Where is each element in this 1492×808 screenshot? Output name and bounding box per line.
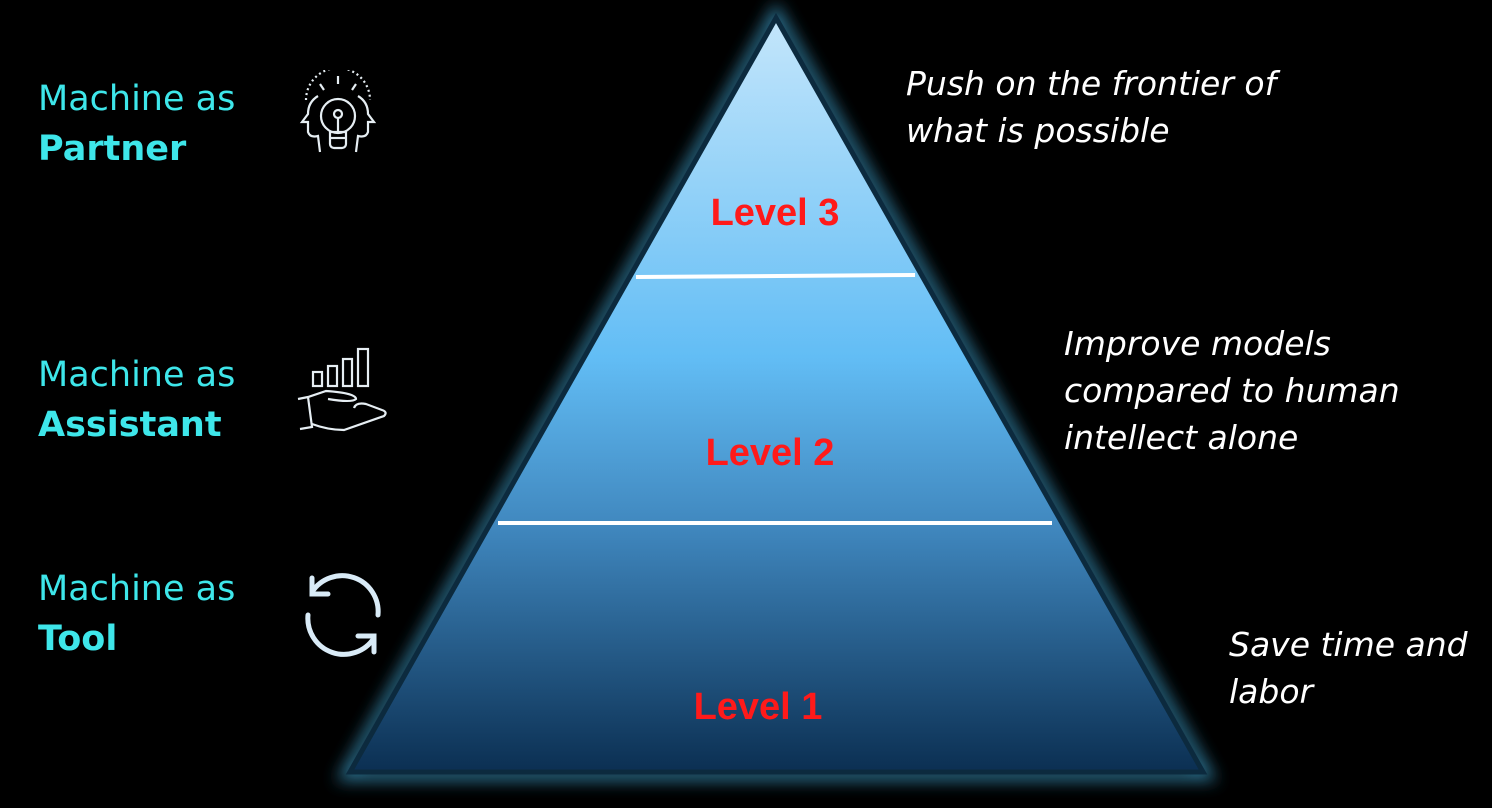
level-3-description: Push on the frontier of what is possible [906,60,1276,154]
role-prefix: Machine as [38,355,236,395]
pyramid-body [345,12,1208,775]
role-name: Assistant [38,405,222,445]
level-2-label: Level 2 [705,432,835,474]
hand-bar-chart-icon [297,347,387,432]
role-name: Tool [38,619,118,659]
role-prefix: Machine as [38,569,236,609]
description-line: compared to human [1064,371,1400,410]
level-1-label: Level 1 [693,686,823,728]
role-tool: Machine as Tool [38,564,235,664]
description-line: what is possible [906,111,1170,150]
lightbulb-heads-icon [299,70,377,153]
description-line: intellect alone [1064,418,1299,457]
refresh-cycle-icon [305,573,381,657]
divider-level3-level2 [635,273,916,279]
role-partner: Machine as Partner [38,74,235,174]
level-1-description: Save time and labor [1229,621,1468,715]
description-line: Improve models [1064,324,1331,363]
level-2-description: Improve models compared to human intelle… [1064,320,1400,461]
description-line: Save time and [1229,625,1468,664]
role-assistant: Machine as Assistant [38,350,235,450]
description-line: labor [1229,672,1314,711]
role-prefix: Machine as [38,79,236,119]
level-3-label: Level 3 [710,192,840,234]
description-line: Push on the frontier of [906,64,1277,103]
role-name: Partner [38,129,187,169]
